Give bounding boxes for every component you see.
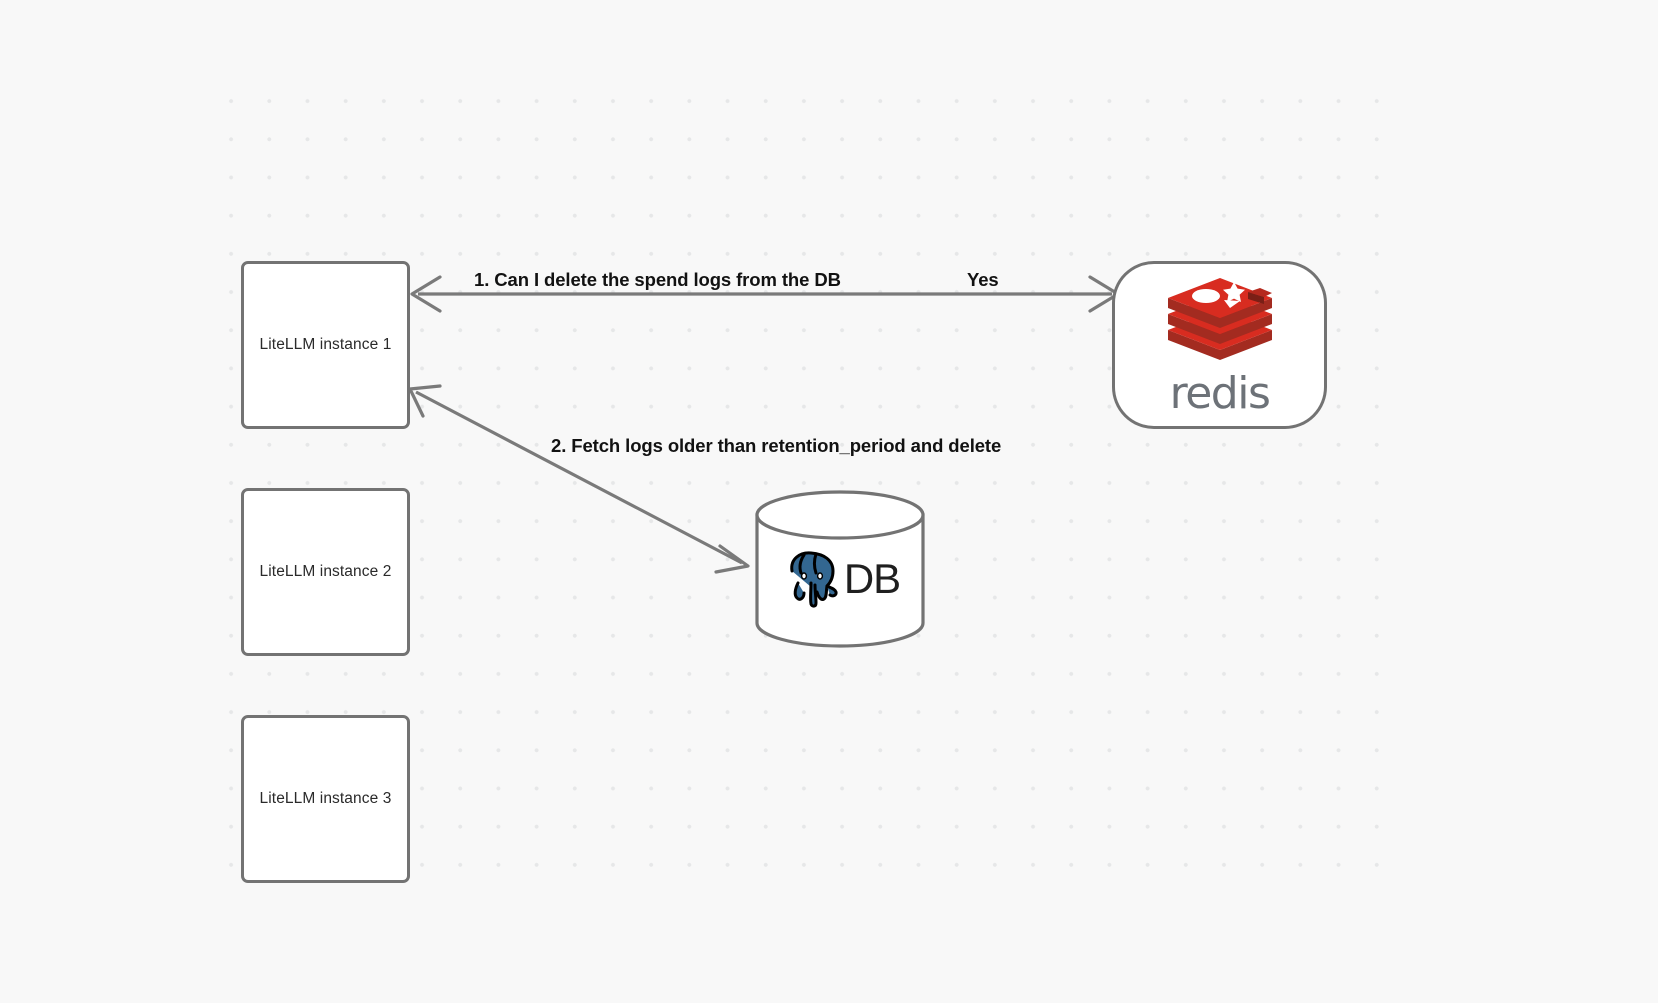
edge-2-db-to-litellm1 (408, 384, 750, 574)
node-litellm-instance-1-label: LiteLLM instance 1 (259, 336, 392, 353)
edge-2-arrowhead-upper (408, 384, 442, 418)
node-db[interactable]: DB (754, 489, 926, 649)
db-cylinder-shape (755, 490, 925, 648)
edge-1-label: 1. Can I delete the spend logs from the … (474, 269, 841, 290)
postgresql-elephant-icon (790, 551, 838, 608)
edge-1-secondary-label: Yes (967, 269, 999, 290)
node-litellm-instance-2[interactable]: LiteLLM instance 2 (241, 488, 410, 656)
redis-wordmark: redis (1169, 368, 1271, 419)
db-label: DB (843, 555, 901, 602)
redis-logo-icon (1167, 278, 1272, 360)
node-redis[interactable]: redis (1112, 261, 1327, 429)
edge-2-label: 2. Fetch logs older than retention_perio… (551, 435, 1002, 456)
edge-1-arrowhead-left (410, 275, 442, 313)
node-litellm-instance-3-label: LiteLLM instance 3 (259, 790, 392, 807)
node-litellm-instance-1[interactable]: LiteLLM instance 1 (241, 261, 410, 429)
edge-2-arrowhead-lower (714, 544, 750, 574)
node-litellm-instance-3[interactable]: LiteLLM instance 3 (241, 715, 410, 883)
node-litellm-instance-2-label: LiteLLM instance 2 (259, 563, 392, 580)
